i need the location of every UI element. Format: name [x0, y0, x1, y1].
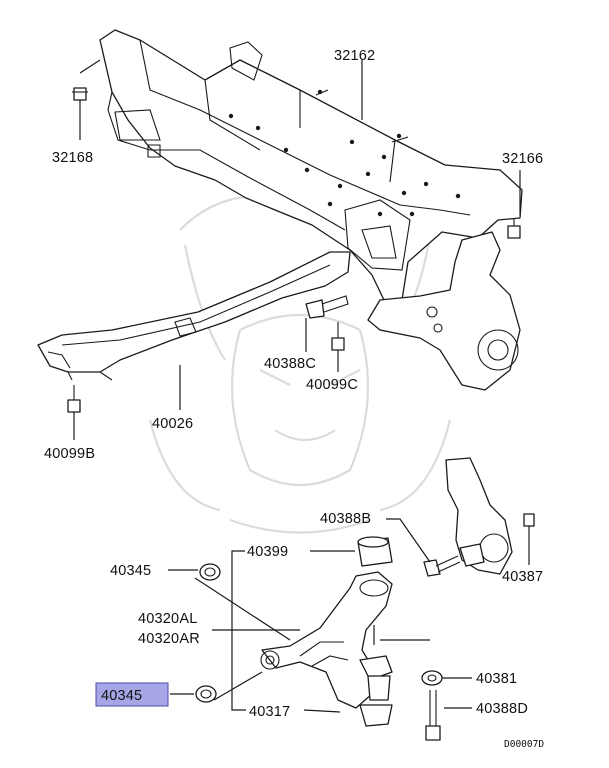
bolt-32168[interactable]: [72, 59, 101, 140]
label-32162[interactable]: 32162: [334, 48, 375, 64]
label-32168[interactable]: 32168: [52, 150, 93, 166]
crossmember-32162[interactable]: [99, 29, 523, 301]
washer-40345-lower[interactable]: [170, 671, 263, 703]
washer-40345-upper[interactable]: [168, 563, 221, 581]
bolt-40388D[interactable]: [425, 690, 472, 741]
diagram-code: D00007D: [504, 739, 544, 750]
selected-part-highlight: [95, 682, 169, 707]
label-40320AR[interactable]: 40320AR: [138, 631, 200, 647]
support-bracket-40026[interactable]: [37, 251, 351, 381]
washer-40381[interactable]: [421, 670, 472, 686]
label-40317[interactable]: 40317: [249, 704, 290, 720]
label-40026[interactable]: 40026: [152, 416, 193, 432]
lower-arm-40317[interactable]: [260, 571, 393, 727]
steering-knuckle-upper[interactable]: [367, 231, 521, 391]
bolt-40099C[interactable]: [331, 322, 345, 372]
steering-knuckle-lower[interactable]: [445, 457, 535, 575]
label-40345-upper[interactable]: 40345: [110, 563, 151, 579]
label-40381[interactable]: 40381: [476, 671, 517, 687]
leader-40317: [303, 709, 341, 713]
label-40099C[interactable]: 40099C: [306, 377, 358, 393]
label-40388B[interactable]: 40388B: [320, 511, 371, 527]
label-40320AL[interactable]: 40320AL: [138, 611, 197, 627]
leader-arrow-40345: [194, 577, 291, 641]
label-40099B[interactable]: 40099B: [44, 446, 95, 462]
label-40388D[interactable]: 40388D: [476, 701, 528, 717]
bolt-32166[interactable]: [507, 170, 521, 239]
label-40399[interactable]: 40399: [247, 544, 288, 560]
label-40387[interactable]: 40387: [502, 569, 543, 585]
label-40345-selected[interactable]: 40345: [101, 688, 142, 704]
label-32166[interactable]: 32166: [502, 151, 543, 167]
bolt-40099B[interactable]: [67, 385, 81, 440]
bolt-40388C[interactable]: [305, 295, 349, 352]
label-40388C[interactable]: 40388C: [264, 356, 316, 372]
bolt-40388B[interactable]: [386, 518, 461, 577]
